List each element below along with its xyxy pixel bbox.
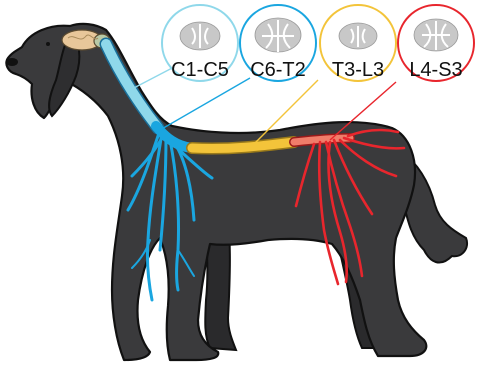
cord-cross-section-icon <box>414 19 458 51</box>
dog-nose <box>6 58 18 66</box>
cord-cross-section-icon <box>255 18 301 52</box>
segment-label: T3-L3 <box>332 59 384 81</box>
dog-eye <box>46 42 50 46</box>
segment-c6-t2: C6-T2 <box>240 5 316 81</box>
leader-c6-t2 <box>160 78 250 130</box>
segment-label: C6-T2 <box>250 59 306 81</box>
cord-cross-section-icon <box>339 23 377 49</box>
segment-l4-s3: L4-S3 <box>398 5 474 81</box>
leader-c1-c5 <box>130 66 176 90</box>
segment-t3-l3: T3-L3 <box>320 5 396 81</box>
segment-c1-c5: C1-C5 <box>162 5 238 81</box>
cord-cross-section-icon <box>180 22 220 50</box>
segment-label: L4-S3 <box>409 59 462 81</box>
segment-label: C1-C5 <box>171 59 229 81</box>
dog-silhouette <box>6 24 467 360</box>
